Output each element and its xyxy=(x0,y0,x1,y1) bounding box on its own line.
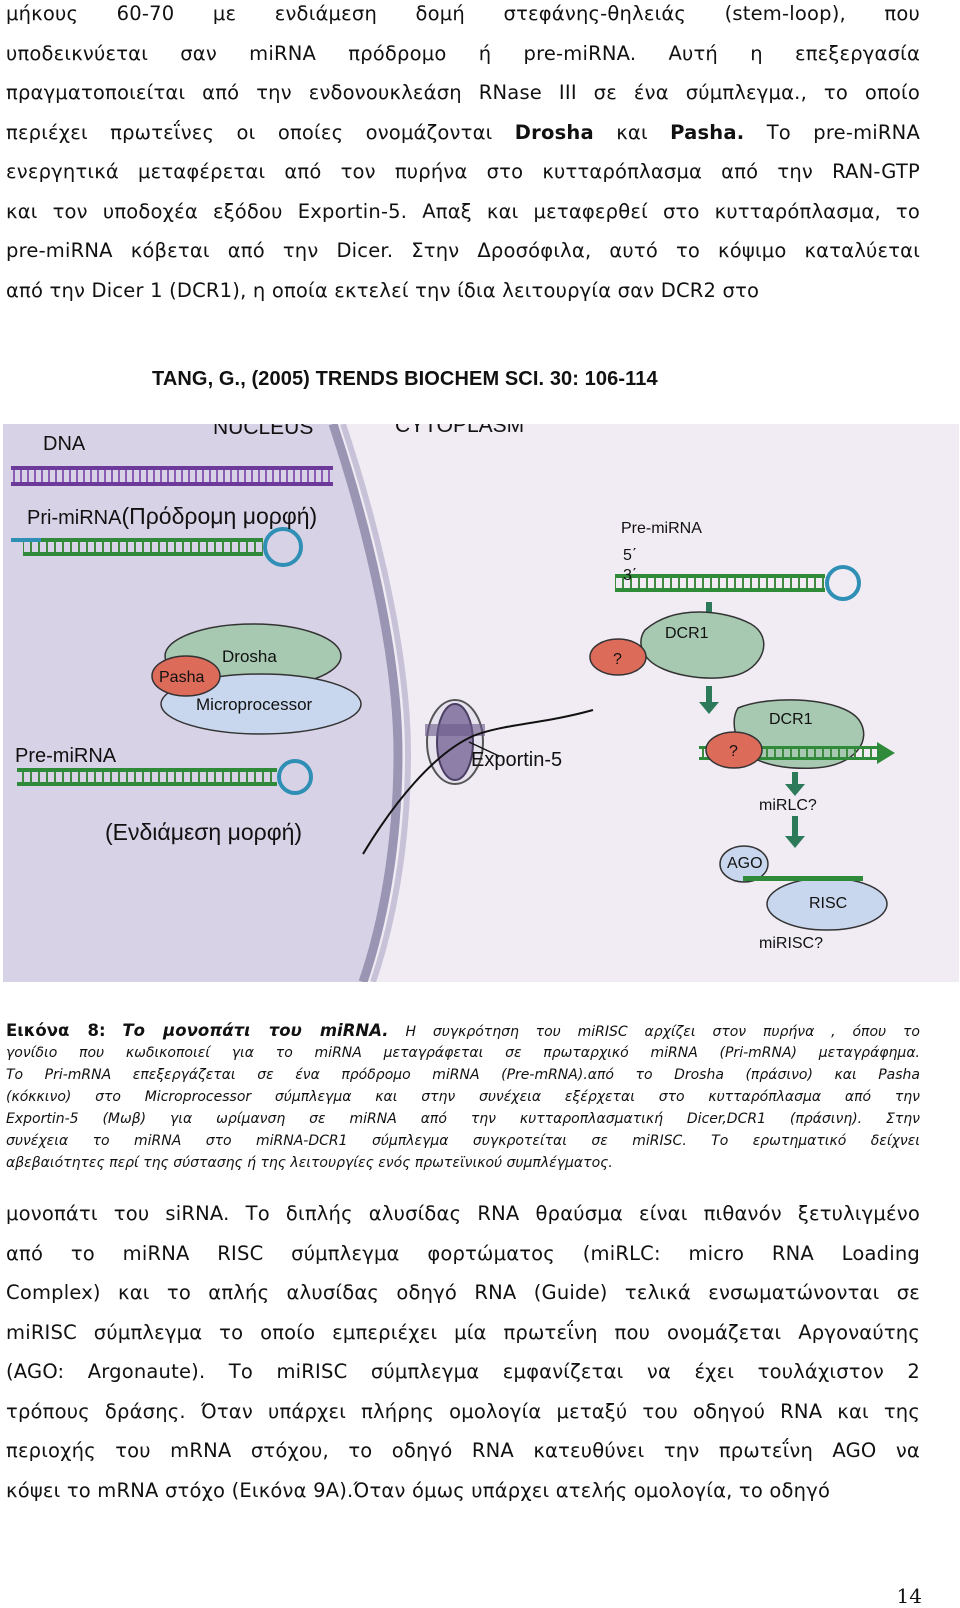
label-5-prime: 5΄ xyxy=(623,547,637,564)
pri-mirna-hairpin xyxy=(11,527,303,567)
caption-title: Το μονοπάτι του miRNA. xyxy=(122,1021,389,1040)
label-exportin-5: Exportin-5 xyxy=(471,749,562,771)
page-number: 14 xyxy=(896,1584,922,1608)
exportin-5-pore xyxy=(362,699,594,855)
label-ago: AGO xyxy=(727,855,763,872)
label-mirisc: miRISC? xyxy=(759,935,823,952)
label-dcr1-top: DCR1 xyxy=(665,625,709,642)
paragraph-top: μήκους 60-70 με ενδιάμεση δομή στεφάνης-… xyxy=(6,0,920,310)
pre-mirna-hairpin-cytoplasm xyxy=(615,565,861,601)
text-segment: περιέχει πρωτεΐνες οι οποίες ονομάζονται xyxy=(6,120,515,144)
label-risc: RISC xyxy=(809,895,847,912)
caption-line: Exportin-5 (Μωβ) για ωρίμανση σε miRNA α… xyxy=(6,1111,920,1127)
caption-line: αβεβαιότητες περί της σύστασης ή της λει… xyxy=(6,1155,613,1171)
label-pre-mirna-left: Pre-miRNA xyxy=(15,745,117,767)
bold-term-pasha: Pasha. xyxy=(670,120,745,144)
label-microprocessor: Microprocessor xyxy=(196,695,313,714)
label-3-prime: 3΄ xyxy=(623,567,637,584)
text-line: περιοχής του mRNA στόχου, το οδηγό RNA κ… xyxy=(6,1439,920,1462)
text-line: τρόπους δράσης. Όταν υπάρχει πλήρης ομολ… xyxy=(6,1399,920,1423)
nuclear-membrane xyxy=(328,424,403,982)
microprocessor-complex xyxy=(151,623,362,735)
label-pri-mirna-en: Pri-miRNA xyxy=(27,507,122,529)
paragraph-bottom: μονοπάτι του siRNA. Το διπλής αλυσίδας R… xyxy=(6,1194,920,1510)
text-line: ενεργητικά μεταφέρεται από τον πυρήνα στ… xyxy=(6,160,920,183)
text-segment: Το pre-miRNA xyxy=(744,120,920,144)
label-drosha: Drosha xyxy=(222,647,277,666)
text-line: και τον υποδοχέα εξόδου Exportin-5. Απαξ… xyxy=(6,199,920,223)
caption-line: συνέχεια το miRNA στο miRNA-DCR1 σύμπλεγ… xyxy=(6,1133,920,1149)
text-segment: και xyxy=(593,120,671,144)
label-mirlc: miRLC? xyxy=(759,797,817,814)
text-line: μήκους 60-70 με ενδιάμεση δομή στεφάνης-… xyxy=(6,2,920,25)
label-pasha: Pasha xyxy=(159,669,204,686)
text-line: από την Dicer 1 (DCR1), η οποία εκτελεί … xyxy=(6,278,760,302)
label-question-1: ? xyxy=(613,651,622,668)
label-dcr1-mid: DCR1 xyxy=(769,711,813,728)
text-line: πραγματοποιείται από την ενδονουκλεάση R… xyxy=(6,81,920,104)
label-pri-mirna: Pri-miRNA(Πρόδρομη μορφή) xyxy=(27,503,317,529)
dcr1-complex-mid xyxy=(699,699,895,769)
caption-line: γονίδιο που κωδικοποιεί για το miRNA μετ… xyxy=(6,1045,920,1061)
figure-source: TANG, G., (2005) TRENDS BIOCHEM SCI. 30:… xyxy=(152,368,658,390)
text-line: pre-miRNA κόβεται από την Dicer. Στην Δρ… xyxy=(6,239,920,262)
pre-mirna-hairpin-nucleus xyxy=(17,759,313,795)
mirna-pathway-figure: DNA NUCLEUS CYTOPLASM Pri-miRNA(Πρόδρομη… xyxy=(3,424,959,982)
caption-label: Εικόνα 8: xyxy=(6,1021,106,1040)
figure-caption: Εικόνα 8: Το μονοπάτι του miRNA. Η συγκρ… xyxy=(6,1020,920,1174)
caption-text: Η συγκρότηση του miRISC αρχίζει στον πυρ… xyxy=(405,1024,920,1040)
text-line: Complex) και το απλής αλυσίδας οδηγό RNA… xyxy=(6,1281,920,1304)
text-line: (AGO: Argonaute). Το miRISC σύμπλεγμα εμ… xyxy=(6,1360,920,1383)
caption-line: Το Pri-mRNA επεξεργάζεται σε ένα πρόδρομ… xyxy=(6,1067,920,1083)
text-line: miRISC σύμπλεγμα το οποίο εμπεριέχει μία… xyxy=(6,1320,920,1344)
text-line: κόψει το mRNA στόχο (Εικόνα 9Α).Όταν όμω… xyxy=(6,1478,831,1502)
label-dna: DNA xyxy=(43,433,86,455)
caption-line: Εικόνα 8: Το μονοπάτι του miRNA. Η συγκρ… xyxy=(6,1020,920,1042)
bold-term-drosha: Drosha xyxy=(514,120,594,144)
mirisc-complex xyxy=(719,845,888,931)
dcr1-complex-top xyxy=(589,611,765,679)
label-pre-mirna-right: Pre-miRNA xyxy=(621,520,702,537)
label-cytoplasm: CYTOPLASM xyxy=(395,424,524,437)
text-line: από το miRNA RISC σύμπλεγμα φορτώματος (… xyxy=(6,1241,920,1265)
label-question-2: ? xyxy=(729,743,738,760)
text-line: περιέχει πρωτεΐνες οι οποίες ονομάζονται… xyxy=(6,113,920,153)
text-line: υποδεικνύεται σαν miRNA πρόδρομο ή pre-m… xyxy=(6,41,920,65)
caption-line: (κόκκινο) στο Microprocessor σύμπλεγμα κ… xyxy=(6,1089,920,1105)
label-pri-mirna-gr: (Πρόδρομη μορφή) xyxy=(121,503,317,529)
text-line: μονοπάτι του siRNA. Το διπλής αλυσίδας R… xyxy=(6,1202,920,1225)
label-nucleus: NUCLEUS xyxy=(213,424,313,439)
label-intermediate-form: (Ενδιάμεση μορφή) xyxy=(105,819,302,845)
dna-strand xyxy=(11,466,333,486)
